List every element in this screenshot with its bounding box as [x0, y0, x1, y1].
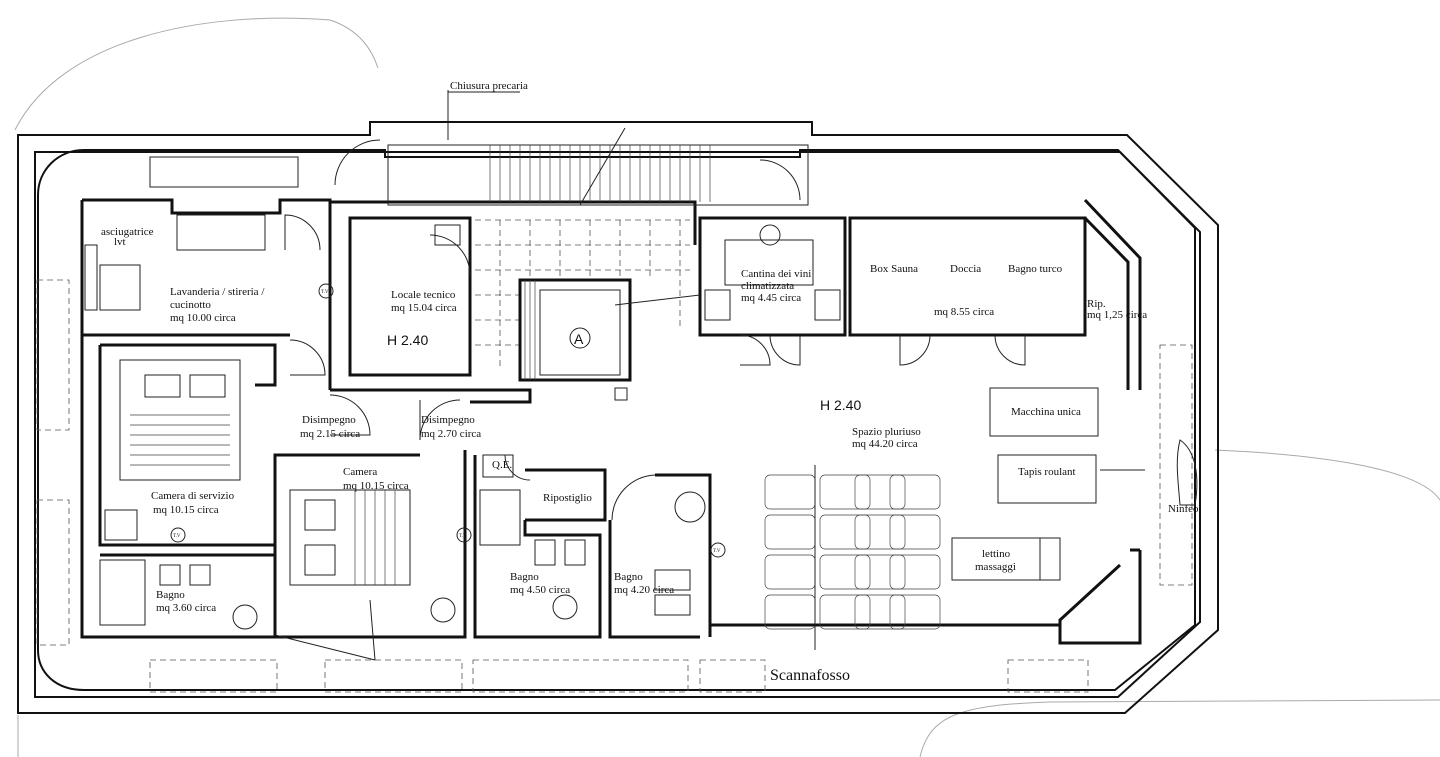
disimpegno-1-label: Disimpegno	[302, 414, 356, 426]
locale-tecnico-area: mq 15.04 circa	[391, 302, 457, 314]
rip-label: Rip.	[1087, 298, 1106, 310]
camera-label: Camera	[343, 466, 377, 478]
cantina-label-2: climatizzata	[741, 280, 794, 292]
bagno-turco-label: Bagno turco	[1008, 263, 1063, 275]
rip-area: mq 1,25 circa	[1087, 309, 1147, 321]
fixtures	[84, 214, 841, 630]
bagno-2-label: Bagno	[510, 571, 539, 583]
spazio-area: mq 44.20 circa	[852, 438, 918, 450]
scannafosso-label: Scannafosso	[770, 667, 850, 684]
macchina-label: Macchina unica	[1011, 406, 1081, 418]
massaggi-label: massaggi	[975, 561, 1016, 573]
sauna-area: mq 8.55 circa	[934, 306, 994, 318]
bagno-3-label: Bagno	[614, 571, 643, 583]
height-label-2: H 2.40	[820, 397, 861, 413]
inner-walls	[80, 198, 1142, 645]
asciugatrice-label: asciugatrice	[101, 226, 154, 238]
tv-label-3: T.V	[459, 534, 467, 539]
ninfeo-label: Ninfeo	[1168, 503, 1199, 515]
chiusura-leader	[447, 90, 520, 140]
bagno-3-area: mq 4.20 circa	[614, 584, 674, 596]
disimpegno-1-area: mq 2.15 circa	[300, 428, 360, 440]
lettino-label: lettino	[982, 548, 1011, 560]
box-sauna-label: Box Sauna	[870, 263, 918, 275]
outer-walls	[17, 121, 1219, 714]
disimpegno-2-label: Disimpegno	[421, 414, 475, 426]
tv-markers: T.V T.V T.V T.V	[170, 283, 726, 558]
stair-symbol: A	[574, 331, 584, 347]
door-swings	[274, 214, 1145, 661]
tapis-label: Tapis roulant	[1018, 466, 1076, 478]
lavanderia-label: Lavanderia / stireria /	[170, 286, 265, 298]
tv-label-4: T.V	[713, 549, 721, 554]
lavanderia-area: mq 10.00 circa	[170, 312, 236, 324]
cantina-label: Cantina dei vini	[741, 268, 811, 280]
cantina-area: mq 4.45 circa	[741, 292, 801, 304]
camera-servizio-label: Camera di servizio	[151, 490, 235, 502]
windows	[36, 156, 1193, 693]
equipment	[764, 387, 1099, 650]
locale-tecnico-label: Locale tecnico	[391, 289, 456, 301]
camera-area: mq 10.15 circa	[343, 480, 409, 492]
height-label-1: H 2.40	[387, 332, 428, 348]
bagno-2-area: mq 4.50 circa	[510, 584, 570, 596]
ninfeo-shape	[1176, 439, 1198, 506]
camera-servizio-area: mq 10.15 circa	[153, 504, 219, 516]
asciugatrice-sub-label: lvt	[114, 236, 126, 248]
tv-label-1: T.V	[321, 290, 329, 295]
qe-label: Q.E.	[492, 459, 512, 471]
staircase: A	[334, 127, 809, 401]
doccia-label: Doccia	[950, 263, 981, 275]
bagno-1-area: mq 3.60 circa	[156, 602, 216, 614]
garden-outlines	[14, 17, 1440, 757]
bagno-1-label: Bagno	[156, 589, 185, 601]
ripostiglio-label: Ripostiglio	[543, 492, 592, 504]
disimpegno-2-area: mq 2.70 circa	[421, 428, 481, 440]
spazio-label: Spazio pluriuso	[852, 426, 921, 438]
chiusura-label: Chiusura precaria	[450, 80, 528, 92]
tv-label-2: T.V	[173, 534, 181, 539]
lavanderia-label-2: cucinotto	[170, 299, 211, 311]
